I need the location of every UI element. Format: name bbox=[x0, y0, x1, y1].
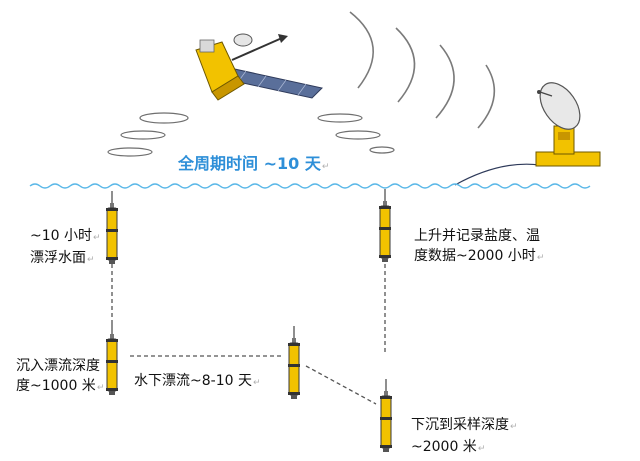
argo-float-sink bbox=[105, 321, 119, 396]
sea-surface bbox=[29, 183, 591, 189]
argo-float-descend bbox=[379, 378, 393, 453]
descend-stage-label: 下沉到采样深度↵ ~2000 米↵ bbox=[411, 417, 518, 455]
argo-float-drift bbox=[287, 325, 301, 400]
drift-stage-label: 水下漂流~8-10 天↵ bbox=[134, 373, 261, 389]
cycle-duration-label: 全周期时间 ~10 天↵ bbox=[178, 154, 330, 173]
float-path bbox=[111, 264, 386, 405]
sink-stage-label: 沉入漂流深度 度~1000 米↵ bbox=[16, 358, 105, 394]
satellite-dish-icon bbox=[454, 82, 601, 186]
satellite-icon bbox=[195, 33, 324, 101]
argo-float-surface bbox=[105, 190, 119, 265]
orbit-ellipses bbox=[107, 112, 395, 157]
argo-float-ascend bbox=[378, 188, 392, 263]
radio-wave-icon bbox=[349, 11, 496, 129]
ascend-stage-label: 上升并记录盐度、温 度数据~2000 小时↵ bbox=[414, 228, 545, 264]
surface-stage-label: ~10 小时↵ 漂浮水面↵ bbox=[30, 228, 101, 266]
